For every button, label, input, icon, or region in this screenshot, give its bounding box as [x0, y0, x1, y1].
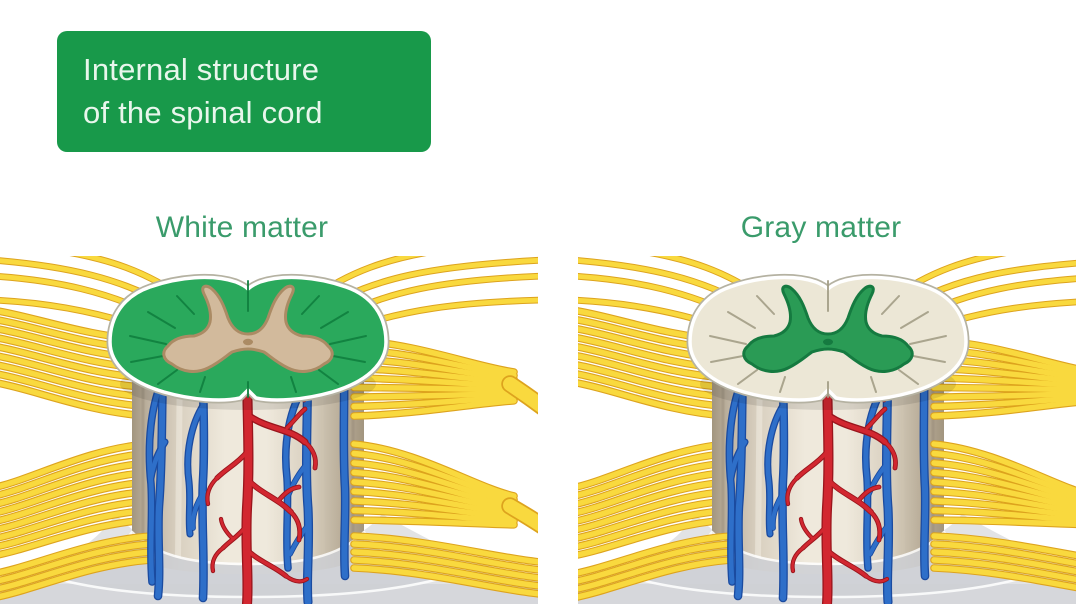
title-line-2: of the spinal cord	[83, 95, 323, 130]
spinal-cord-svg-left	[0, 256, 538, 604]
title-card: Internal structure of the spinal cord	[57, 31, 431, 152]
spinal-cord-svg-right	[578, 256, 1076, 604]
label-white-matter: White matter	[155, 211, 329, 244]
title-line-1: Internal structure	[83, 52, 320, 87]
label-gray-matter: Gray matter	[740, 211, 902, 244]
spinal-cord-illustration-white-matter	[0, 256, 538, 604]
spinal-cord-illustration-gray-matter	[578, 256, 1076, 604]
